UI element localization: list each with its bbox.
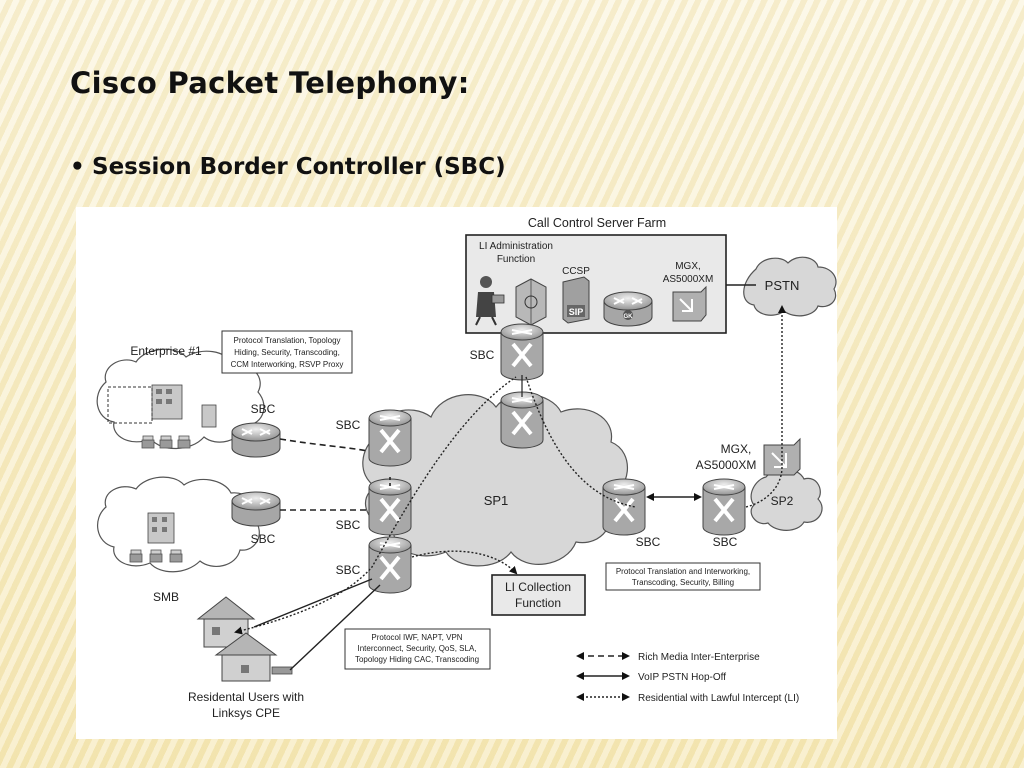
smb-sbc-router bbox=[231, 491, 281, 527]
mgx-sp2-label-2: AS5000XM bbox=[696, 458, 757, 472]
enterprise-note-box bbox=[221, 330, 353, 374]
bullet-text: Session Border Controller (SBC) bbox=[92, 154, 506, 180]
li-collection-label: LI Collection bbox=[505, 580, 571, 594]
gk-label: GK bbox=[624, 314, 634, 320]
li-collection-box bbox=[491, 574, 586, 616]
sp-note-line-1: Protocol Translation and Interworking, bbox=[616, 567, 750, 576]
residential-note-line-3: Topology Hiding CAC, Transcoding bbox=[355, 655, 479, 664]
slide-title: Cisco Packet Telephony: bbox=[70, 66, 470, 100]
mgx-top-icon bbox=[672, 285, 707, 322]
enterprise-lan-box bbox=[107, 386, 153, 424]
farm-sbc-switch bbox=[499, 322, 545, 382]
legend-solid-label: VoIP PSTN Hop-Off bbox=[638, 672, 726, 683]
mgx-top-label-2: AS5000XM bbox=[663, 274, 714, 285]
smb-label: SMB bbox=[153, 590, 179, 604]
bullet-marker: • bbox=[70, 154, 85, 180]
sp1-switch-enterprise bbox=[367, 408, 413, 468]
li-admin-label-2: Function bbox=[497, 254, 535, 265]
li-server-icon bbox=[515, 278, 547, 326]
residential-note-box bbox=[344, 628, 491, 670]
operator-icon bbox=[475, 276, 505, 326]
enterprise-building-icon bbox=[151, 384, 217, 428]
sp1-core-switch bbox=[499, 390, 545, 450]
bullet-item: • Session Border Controller (SBC) bbox=[70, 154, 506, 180]
sp2-sbc-label: SBC bbox=[713, 535, 738, 549]
pstn-label: PSTN bbox=[765, 278, 800, 293]
li-collection-label-2: Function bbox=[515, 596, 561, 610]
diagram-svg: Call Control Server Farm LI Administrati… bbox=[96, 216, 837, 720]
sp2-switch bbox=[701, 477, 747, 537]
enterprise-note-line-1: Protocol Translation, Topology bbox=[233, 336, 340, 345]
residential-label: Residental Users with bbox=[188, 690, 304, 704]
sip-server-icon: SIP bbox=[562, 276, 590, 324]
house-icon-2 bbox=[214, 632, 293, 682]
residential-label-2: Linksys CPE bbox=[212, 706, 280, 720]
sp2-pstn-dotted bbox=[745, 305, 786, 508]
enterprise-note-line-3: CCM Interworking, RSVP Proxy bbox=[231, 360, 344, 369]
sp1-residential-sbc-label: SBC bbox=[336, 563, 361, 577]
core-sp2-dotted bbox=[525, 376, 637, 508]
sp1-peering-sbc-label: SBC bbox=[636, 535, 661, 549]
network-diagram: Call Control Server Farm LI Administrati… bbox=[76, 207, 837, 739]
sp2-label: SP2 bbox=[771, 494, 794, 508]
sp1-switch-smb bbox=[367, 477, 413, 537]
residential-link-2 bbox=[253, 578, 373, 628]
sp-note-box bbox=[605, 562, 761, 591]
residential-link-1 bbox=[289, 584, 381, 671]
mgx-top-label: MGX, bbox=[675, 261, 701, 272]
sip-label: SIP bbox=[569, 307, 584, 317]
enterprise-phones bbox=[141, 435, 191, 449]
smb-sbc-label: SBC bbox=[251, 532, 276, 546]
mgx-sp2-label: MGX, bbox=[721, 442, 752, 456]
smb-cloud bbox=[97, 476, 260, 573]
pstn-cloud bbox=[743, 256, 837, 317]
legend-dotted-label: Residential with Lawful Intercept (LI) bbox=[638, 693, 799, 704]
legend: Rich Media Inter-Enterprise VoIP PSTN Ho… bbox=[576, 652, 799, 704]
enterprise-sbc-router bbox=[231, 422, 281, 458]
farm-sbc-label: SBC bbox=[470, 348, 495, 362]
residential-note-line-1: Protocol IWF, NAPT, VPN bbox=[371, 633, 462, 642]
li-admin-label: LI Administration bbox=[479, 241, 553, 252]
sp1-label: SP1 bbox=[484, 493, 509, 508]
server-farm-title: Call Control Server Farm bbox=[528, 216, 666, 230]
enterprise-label: Enterprise #1 bbox=[130, 344, 202, 358]
enterprise-note-line-2: Hiding, Security, Transcoding, bbox=[234, 348, 340, 357]
sp-note-line-2: Transcoding, Security, Billing bbox=[632, 578, 734, 587]
residential-li-path bbox=[234, 376, 517, 635]
sp1-switch-residential bbox=[367, 535, 413, 595]
gk-router-icon: GK bbox=[603, 291, 653, 327]
ccsp-label: CCSP bbox=[562, 266, 590, 277]
smb-phones bbox=[129, 549, 183, 563]
sp1-smb-sbc-label: SBC bbox=[336, 518, 361, 532]
sp1-enterprise-sbc-label: SBC bbox=[336, 418, 361, 432]
li-collection-path bbox=[411, 550, 518, 575]
smb-building-icon bbox=[147, 512, 175, 544]
mgx-sp2-icon bbox=[763, 437, 801, 476]
enterprise-sbc-label: SBC bbox=[251, 402, 276, 416]
residential-note-line-2: Interconnect, Security, QoS, SLA, bbox=[357, 644, 476, 653]
sp1-peering-switch bbox=[601, 477, 647, 537]
enterprise-dashed-link bbox=[279, 438, 369, 452]
legend-dashed-label: Rich Media Inter-Enterprise bbox=[638, 652, 760, 663]
